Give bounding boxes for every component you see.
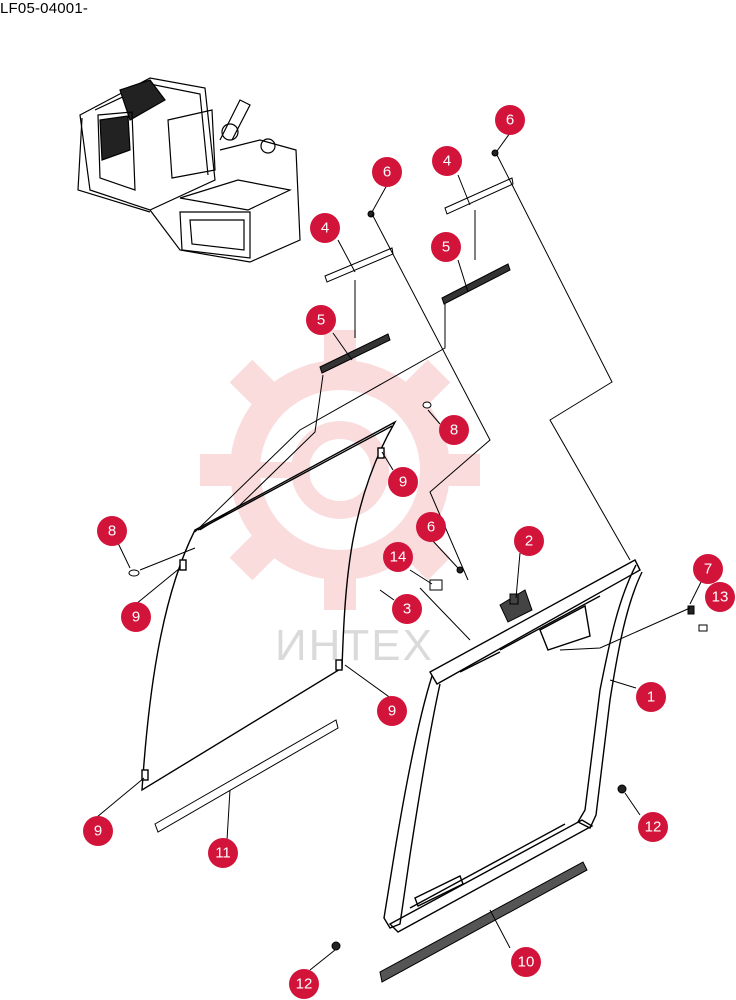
svg-text:5: 5 — [317, 312, 325, 329]
leader-lines — [96, 132, 703, 971]
callout-11: 11 — [208, 838, 238, 868]
svg-text:10: 10 — [518, 954, 535, 971]
svg-text:4: 4 — [443, 153, 451, 170]
callout-9: 9 — [83, 816, 113, 846]
svg-text:9: 9 — [388, 703, 396, 720]
svg-text:12: 12 — [296, 976, 313, 993]
svg-text:9: 9 — [94, 823, 102, 840]
callout-10: 10 — [511, 947, 541, 977]
callouts: 6 6 4 4 5 5 8 9 — [83, 105, 735, 999]
watermark-logo — [200, 330, 480, 610]
svg-text:13: 13 — [712, 589, 729, 606]
callout-9: 9 — [121, 602, 151, 632]
diagram-code: LF05-04001- — [0, 0, 89, 17]
svg-text:6: 6 — [427, 519, 435, 536]
callout-3: 3 — [392, 594, 422, 624]
callout-7: 7 — [693, 554, 723, 584]
upper-rails — [319, 177, 514, 374]
svg-text:9: 9 — [399, 474, 407, 491]
watermark-text: ИНТЕХ — [275, 621, 434, 670]
svg-text:8: 8 — [108, 523, 116, 540]
callout-9: 9 — [377, 696, 407, 726]
callout-8: 8 — [97, 516, 127, 546]
callout-6: 6 — [372, 157, 402, 187]
svg-text:12: 12 — [645, 819, 662, 836]
small-hardware — [128, 149, 708, 951]
callout-6: 6 — [495, 105, 525, 135]
callout-6: 6 — [416, 512, 446, 542]
callout-9: 9 — [388, 467, 418, 497]
callout-12: 12 — [638, 812, 668, 842]
callout-13: 13 — [705, 582, 735, 612]
svg-text:4: 4 — [321, 220, 329, 237]
callout-4: 4 — [432, 146, 462, 176]
callout-1: 1 — [636, 682, 666, 712]
svg-text:3: 3 — [403, 601, 411, 618]
svg-text:11: 11 — [215, 845, 231, 862]
svg-text:14: 14 — [390, 549, 407, 566]
callout-5: 5 — [306, 305, 336, 335]
svg-text:7: 7 — [704, 561, 712, 578]
svg-text:6: 6 — [506, 112, 514, 129]
svg-text:2: 2 — [525, 533, 533, 550]
svg-text:8: 8 — [450, 422, 458, 439]
callout-12: 12 — [289, 969, 319, 999]
callout-4: 4 — [310, 213, 340, 243]
svg-text:5: 5 — [442, 239, 450, 256]
callout-2: 2 — [514, 526, 544, 556]
svg-text:6: 6 — [383, 164, 391, 181]
svg-text:1: 1 — [647, 689, 655, 706]
glass-panel — [141, 420, 397, 792]
seal-strips — [154, 719, 588, 983]
callout-8: 8 — [439, 415, 469, 445]
callout-14: 14 — [383, 542, 413, 572]
svg-text:9: 9 — [132, 609, 140, 626]
callout-5: 5 — [431, 232, 461, 262]
door-frame — [383, 559, 643, 933]
excavator-thumbnail — [77, 77, 301, 263]
